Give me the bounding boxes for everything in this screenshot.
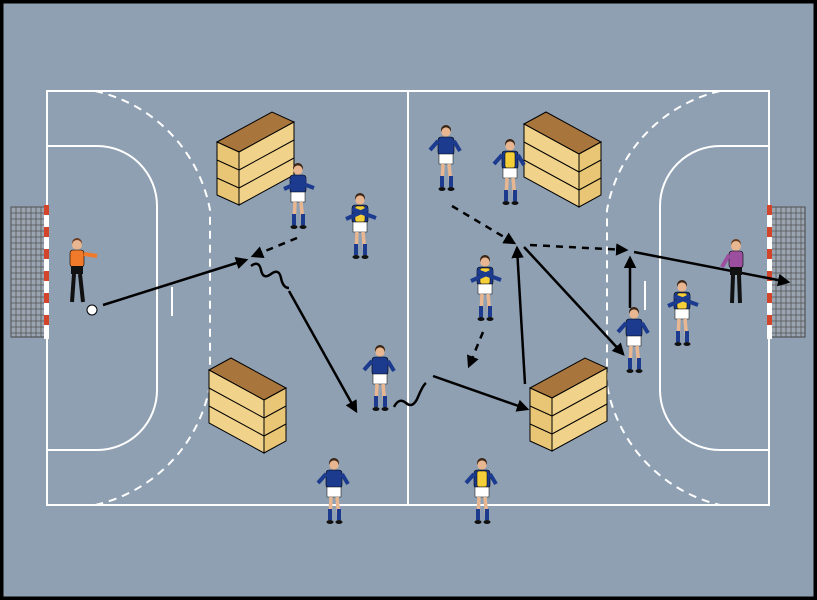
right-free-throw-line xyxy=(606,90,721,506)
player-icon xyxy=(492,139,526,205)
player-icon xyxy=(283,163,315,229)
player-icon xyxy=(464,458,498,524)
vaulting-box-icon xyxy=(207,357,288,454)
player-icon xyxy=(470,255,502,321)
player-icon xyxy=(616,307,650,373)
drill-arrows xyxy=(102,204,791,414)
vaulting-box-icon xyxy=(528,357,609,452)
shot-arrow xyxy=(633,250,791,287)
run-arrow xyxy=(529,243,629,256)
run-arrow xyxy=(467,331,485,369)
player-icon xyxy=(720,239,744,304)
left-free-throw-line xyxy=(94,90,211,506)
right-goal-area-line xyxy=(659,145,769,451)
ball-icon xyxy=(86,304,98,316)
pass-arrow xyxy=(432,374,530,412)
player-icon xyxy=(69,238,98,303)
dribble-arrow xyxy=(250,262,290,290)
right-goal-icon xyxy=(767,205,806,339)
pass-arrow xyxy=(287,290,358,414)
vaulting-box-icon xyxy=(215,111,296,206)
player-icon xyxy=(428,125,462,191)
left-goal-area-line xyxy=(47,145,158,451)
run-arrow xyxy=(250,236,298,258)
player-icon xyxy=(345,193,377,259)
vaulting-box-icon xyxy=(522,111,603,208)
player-icon xyxy=(316,458,350,524)
pass-arrow xyxy=(102,257,249,307)
left-goal-icon xyxy=(10,205,49,339)
player-icon xyxy=(667,280,699,346)
pass-arrow xyxy=(511,245,527,385)
player-icon xyxy=(362,345,396,411)
dribble-arrow xyxy=(392,381,427,408)
pass-arrow xyxy=(523,246,625,356)
